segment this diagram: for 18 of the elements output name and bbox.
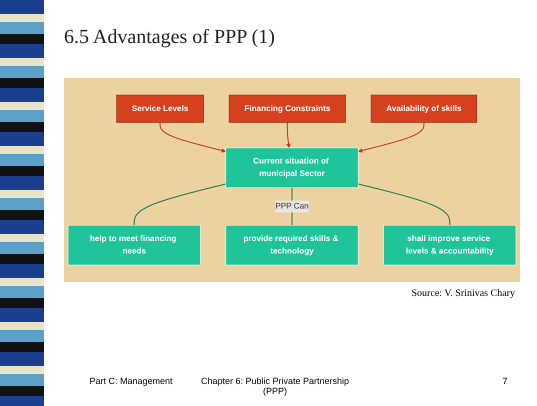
connector — [134, 184, 226, 226]
footer-text: Chapter 6: Public Private Partnership (PPP) — [200, 376, 350, 396]
page-number: 7 — [501, 376, 508, 386]
node-box — [383, 225, 516, 266]
arrow — [286, 122, 291, 148]
source-note: Source: V. Srinivas Chary — [411, 288, 515, 299]
connector — [358, 184, 450, 226]
arrow — [358, 122, 424, 153]
footer-text: Part C: Management — [88, 376, 174, 386]
node-box — [226, 148, 358, 188]
node-box — [68, 225, 201, 266]
node-box — [228, 94, 346, 123]
node-box — [116, 94, 204, 123]
slide-title: 6.5 Advantages of PPP (1) — [64, 26, 275, 49]
node-box — [226, 225, 358, 266]
node-box — [370, 94, 478, 123]
diagram-panel: PPP Can Service Levels Financing Constraints Current situation of municipal Sector Availability of skills help to meet financing needs provide required skills & technology shall improve service levels & accountability — [64, 78, 520, 282]
arrow — [160, 122, 226, 153]
